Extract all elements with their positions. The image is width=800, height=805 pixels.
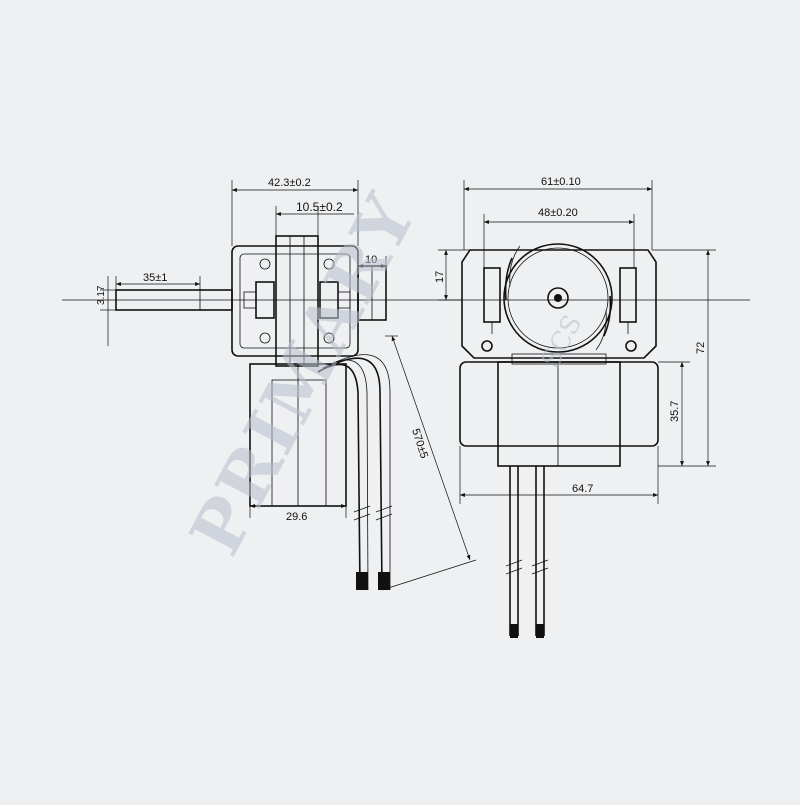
rotor-hub xyxy=(547,287,569,309)
watermark-main: PRIMARY xyxy=(174,180,433,568)
dim-top-offset: 17 xyxy=(434,271,446,283)
front-view xyxy=(459,243,659,638)
front-coil xyxy=(459,361,659,447)
dim-base-front: 64.7 xyxy=(572,483,593,495)
stator-core xyxy=(275,235,319,367)
dim-base-side: 29.6 xyxy=(286,511,307,523)
dim-coil-height: 35.7 xyxy=(669,401,681,422)
front-frame xyxy=(461,249,657,359)
side-view xyxy=(115,235,393,591)
front-dimensions: 61±0.10 48±0.20 17 72 35.7 64.7 xyxy=(434,176,716,504)
side-lead-2 xyxy=(329,357,383,591)
dim-shaft-core: 10.5±0.2 xyxy=(296,200,343,214)
dim-shaft-length: 35±1 xyxy=(143,272,167,284)
dim-height-total: 72 xyxy=(695,342,707,354)
dim-lead-length: 570±5 xyxy=(409,427,430,460)
dim-width-front: 61±0.10 xyxy=(541,176,581,188)
dim-boss: 10 xyxy=(365,254,377,266)
dim-width-side: 42.3±0.2 xyxy=(268,177,311,189)
dim-shaft-dia: 3.17 xyxy=(96,285,107,305)
rotor xyxy=(503,243,613,353)
dim-inner-front: 48±0.20 xyxy=(538,207,578,219)
side-lead-1 xyxy=(317,363,361,591)
